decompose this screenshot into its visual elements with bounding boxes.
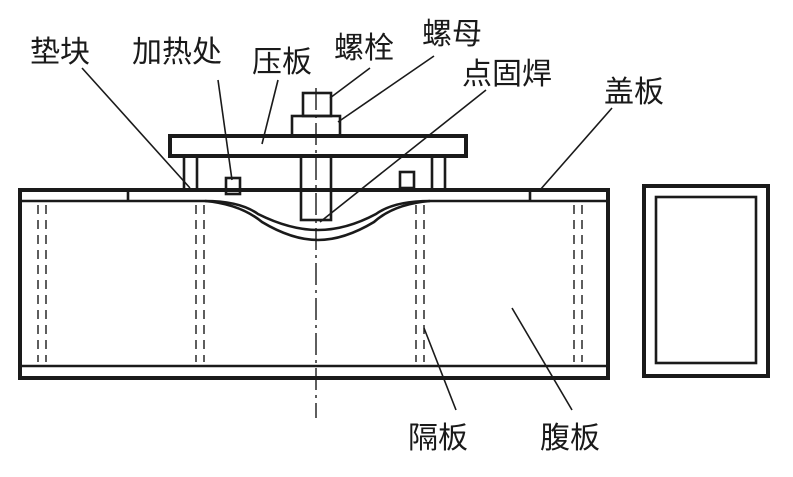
- leader-lines: [81, 55, 613, 411]
- label-web-plate: 腹板: [540, 421, 600, 456]
- leader-bolt: [329, 67, 371, 99]
- beam-cross-section: [642, 184, 770, 378]
- label-pressure-plate: 压板: [252, 45, 312, 80]
- leader-nut: [337, 55, 435, 123]
- beam-outline: [18, 188, 610, 380]
- cross-section-inner: [654, 195, 758, 365]
- label-cover-plate: 盖板: [604, 75, 664, 110]
- leader-heating-zone: [217, 79, 233, 181]
- leader-diaphragm: [423, 327, 457, 411]
- heating-block-left: [224, 176, 242, 196]
- shim-block-right: [430, 154, 447, 192]
- box-beam-side-view: [18, 188, 610, 380]
- shim-block-left: [182, 154, 199, 192]
- heating-block-right: [398, 170, 416, 190]
- label-shim-block: 垫块: [30, 35, 90, 70]
- leader-cover-plate: [539, 107, 613, 191]
- label-bolt: 螺栓: [334, 31, 394, 66]
- leader-pressure-plate: [261, 79, 279, 145]
- label-diaphragm: 隔板: [408, 421, 468, 456]
- bolt-head: [301, 91, 333, 118]
- leader-web-plate: [511, 307, 573, 411]
- cross-section-outer: [642, 184, 770, 378]
- leader-shim-block: [81, 67, 191, 189]
- label-heating-zone: 加热处: [132, 35, 222, 70]
- label-nut: 螺母: [422, 17, 482, 52]
- diaphragm-hidden-lines: [37, 205, 583, 362]
- label-tack-weld: 点固焊: [462, 57, 552, 92]
- clamping-fixture: [168, 88, 468, 418]
- leader-tack-weld: [319, 89, 487, 223]
- curved-cover-plate-lower: [204, 199, 431, 242]
- curved-cover-plate-upper: [128, 199, 530, 232]
- pressure-plate: [168, 134, 468, 158]
